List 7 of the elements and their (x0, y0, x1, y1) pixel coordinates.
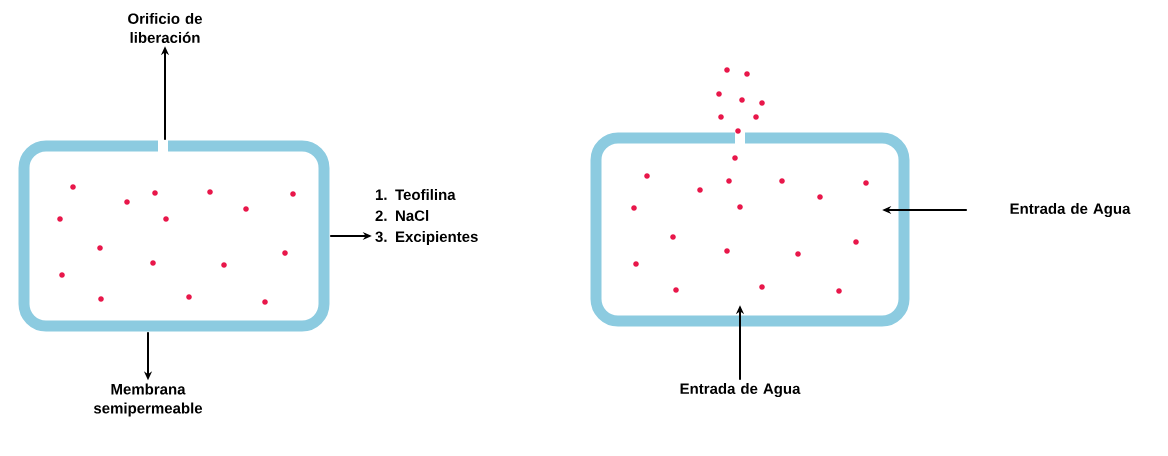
callout-text: Entrada de Agua (680, 383, 801, 398)
capsule-drawing (590, 67, 910, 327)
callout-text: Entrada de Agua (1010, 203, 1131, 218)
capsule-drawing (18, 140, 330, 332)
callout-text: Membrana semipermeable (93, 383, 203, 417)
callout-text: Orificio de liberación (128, 13, 202, 43)
ingredient-list: 1. Teofilina 2. NaCl 3. Excipientes (375, 189, 478, 245)
